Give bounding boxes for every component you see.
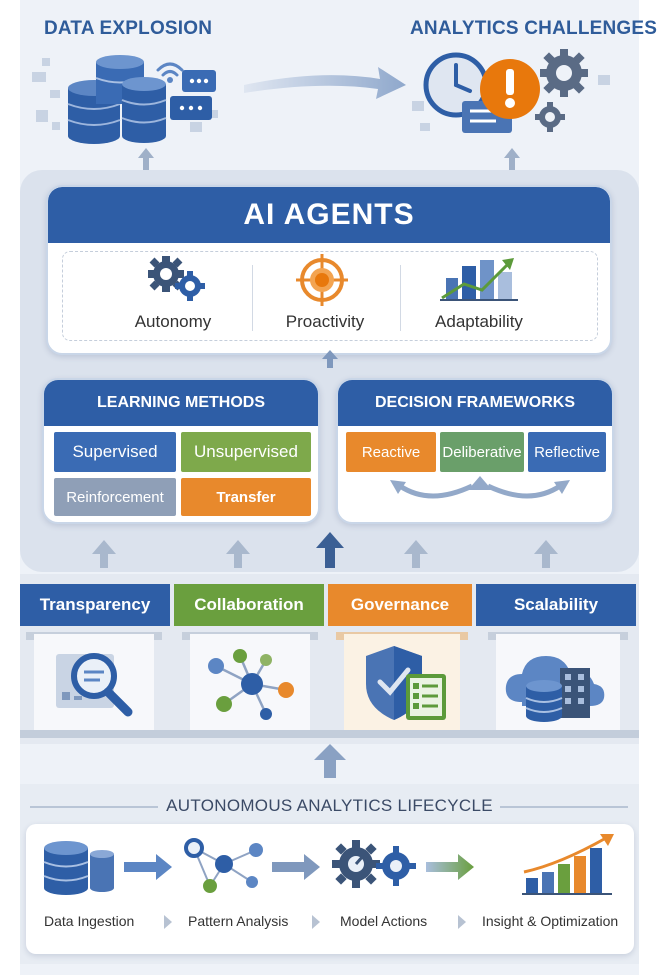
up-arrow-icon [534, 540, 558, 568]
pillar-scalability: Scalability [476, 584, 636, 626]
chevron-right-icon [164, 915, 172, 929]
trait-autonomy: Autonomy [134, 312, 212, 331]
traits-box [62, 251, 598, 341]
alert-clock-gear-icon [412, 49, 610, 133]
step-model-actions: Model Actions [340, 913, 428, 929]
analytics-challenges-title: ANALYTICS CHALLENGES [410, 18, 658, 39]
step-data-ingestion: Data Ingestion [44, 913, 135, 929]
gears-icon [148, 256, 205, 301]
divider [500, 806, 628, 808]
cloud-database-icon [505, 656, 605, 722]
method-transfer: Transfer [181, 478, 311, 516]
divider [400, 265, 401, 331]
learning-methods-title: LEARNING METHODS [44, 380, 318, 426]
data-explosion-title: DATA EXPLOSION [44, 18, 213, 39]
arrow-right-icon [426, 854, 474, 880]
target-icon [296, 254, 348, 306]
growth-chart-icon [440, 258, 518, 301]
step-insight-optimization: Insight & Optimization [482, 913, 619, 929]
pillar-collaboration: Collaboration [174, 584, 324, 626]
method-unsupervised: Unsupervised [181, 432, 311, 472]
ai-agents-card: AI AGENTS [46, 185, 612, 355]
cycle-arrows-icon [390, 476, 570, 499]
up-arrow-icon [316, 532, 344, 568]
ai-agents-title: AI AGENTS [48, 187, 610, 243]
decision-frameworks-title: DECISION FRAMEWORKS [338, 380, 612, 426]
gears-icon [332, 840, 416, 888]
trait-adaptability: Adaptability [435, 312, 523, 331]
up-arrow-icon [404, 540, 428, 568]
framework-reflective: Reflective [528, 432, 606, 472]
arrow-right-icon [124, 854, 172, 880]
trait-proactivity: Proactivity [285, 312, 365, 331]
pillar-governance: Governance [328, 584, 472, 626]
pillars-base [20, 730, 639, 738]
network-icon [208, 649, 294, 720]
up-arrow-icon [138, 148, 154, 170]
shield-checklist-icon [366, 646, 446, 720]
magnifier-icon [56, 653, 133, 717]
up-arrow-icon [92, 540, 116, 568]
method-supervised: Supervised [54, 432, 176, 472]
framework-reactive: Reactive [346, 432, 436, 472]
divider [30, 806, 158, 808]
arrow-right-icon [272, 854, 320, 880]
framework-deliberative: Deliberative [440, 432, 524, 472]
up-arrow-icon [322, 350, 338, 368]
pillar-transparency: Transparency [20, 584, 170, 626]
chevron-right-icon [312, 915, 320, 929]
flow-arrow-icon [244, 67, 406, 99]
step-pattern-analysis: Pattern Analysis [188, 913, 289, 929]
method-reinforcement: Reinforcement [54, 478, 176, 516]
up-arrow-icon [314, 744, 346, 778]
up-arrow-icon [504, 148, 520, 170]
lifecycle-title: AUTONOMOUS ANALYTICS LIFECYCLE [166, 796, 493, 815]
database-icon [43, 841, 114, 895]
growth-chart-icon [522, 834, 614, 895]
up-arrow-icon [226, 540, 250, 568]
divider [252, 265, 253, 331]
chevron-right-icon [458, 915, 466, 929]
pattern-network-icon [184, 838, 263, 893]
database-stack-icon [32, 55, 218, 144]
